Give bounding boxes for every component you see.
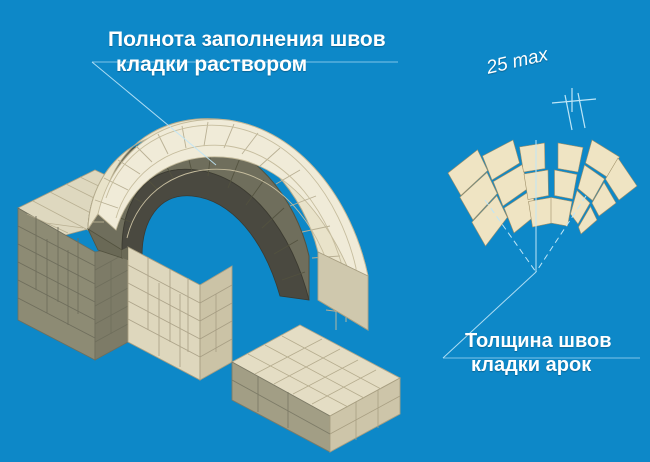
callout-fill-leader <box>91 61 217 166</box>
dimension-witness-left <box>564 94 573 131</box>
arch-shadow-underside <box>122 247 128 260</box>
voussoir-brick <box>605 157 638 201</box>
voussoir-brick <box>519 142 546 173</box>
voussoir-brick <box>492 164 529 207</box>
fan-radial-right <box>535 195 587 273</box>
fan-radial-left <box>484 199 537 273</box>
center-pier <box>127 246 233 381</box>
fan-dimension-marker <box>551 88 597 131</box>
arch-tail <box>317 251 369 331</box>
voussoir-brick <box>447 149 488 196</box>
callout-fill-of-joints: Полнота заполнения швов кладки раствором <box>108 28 386 78</box>
voussoir-brick <box>557 142 584 173</box>
left-pier-front-face <box>17 207 96 361</box>
arch-tail-face <box>317 251 369 331</box>
fan-radial-guides <box>484 140 587 273</box>
leader-lines <box>91 61 640 359</box>
right-base-block <box>231 324 401 453</box>
callout-thickness-leader <box>442 271 537 359</box>
voussoir-brick <box>459 172 498 221</box>
center-pier-front-face <box>127 246 201 381</box>
voussoir-brick <box>554 169 578 200</box>
voussoir-brick <box>585 139 620 178</box>
arch-voussoir-fan <box>447 88 638 273</box>
voussoir-brick <box>591 181 617 217</box>
voussoir-brick <box>570 189 591 225</box>
dimension-witness-right <box>577 92 586 129</box>
callout-thickness-line-1: Толщина швов <box>465 330 612 352</box>
callout-fill-line-2: кладки раствором <box>116 52 308 76</box>
callout-fill-line-1: Полнота заполнения швов <box>108 28 386 51</box>
voussoir-brick <box>471 195 508 247</box>
voussoir-brick <box>578 205 598 235</box>
dimension-tick-bar <box>551 98 597 104</box>
callout-thickness-line-2: кладки арок <box>471 353 592 376</box>
voussoir-brick <box>482 139 520 181</box>
callout-arch-joint-thickness: Толщина швов кладки арок <box>465 330 612 377</box>
voussoir-brick <box>528 197 553 228</box>
voussoir-brick <box>577 164 605 201</box>
voussoir-brick <box>550 197 573 227</box>
